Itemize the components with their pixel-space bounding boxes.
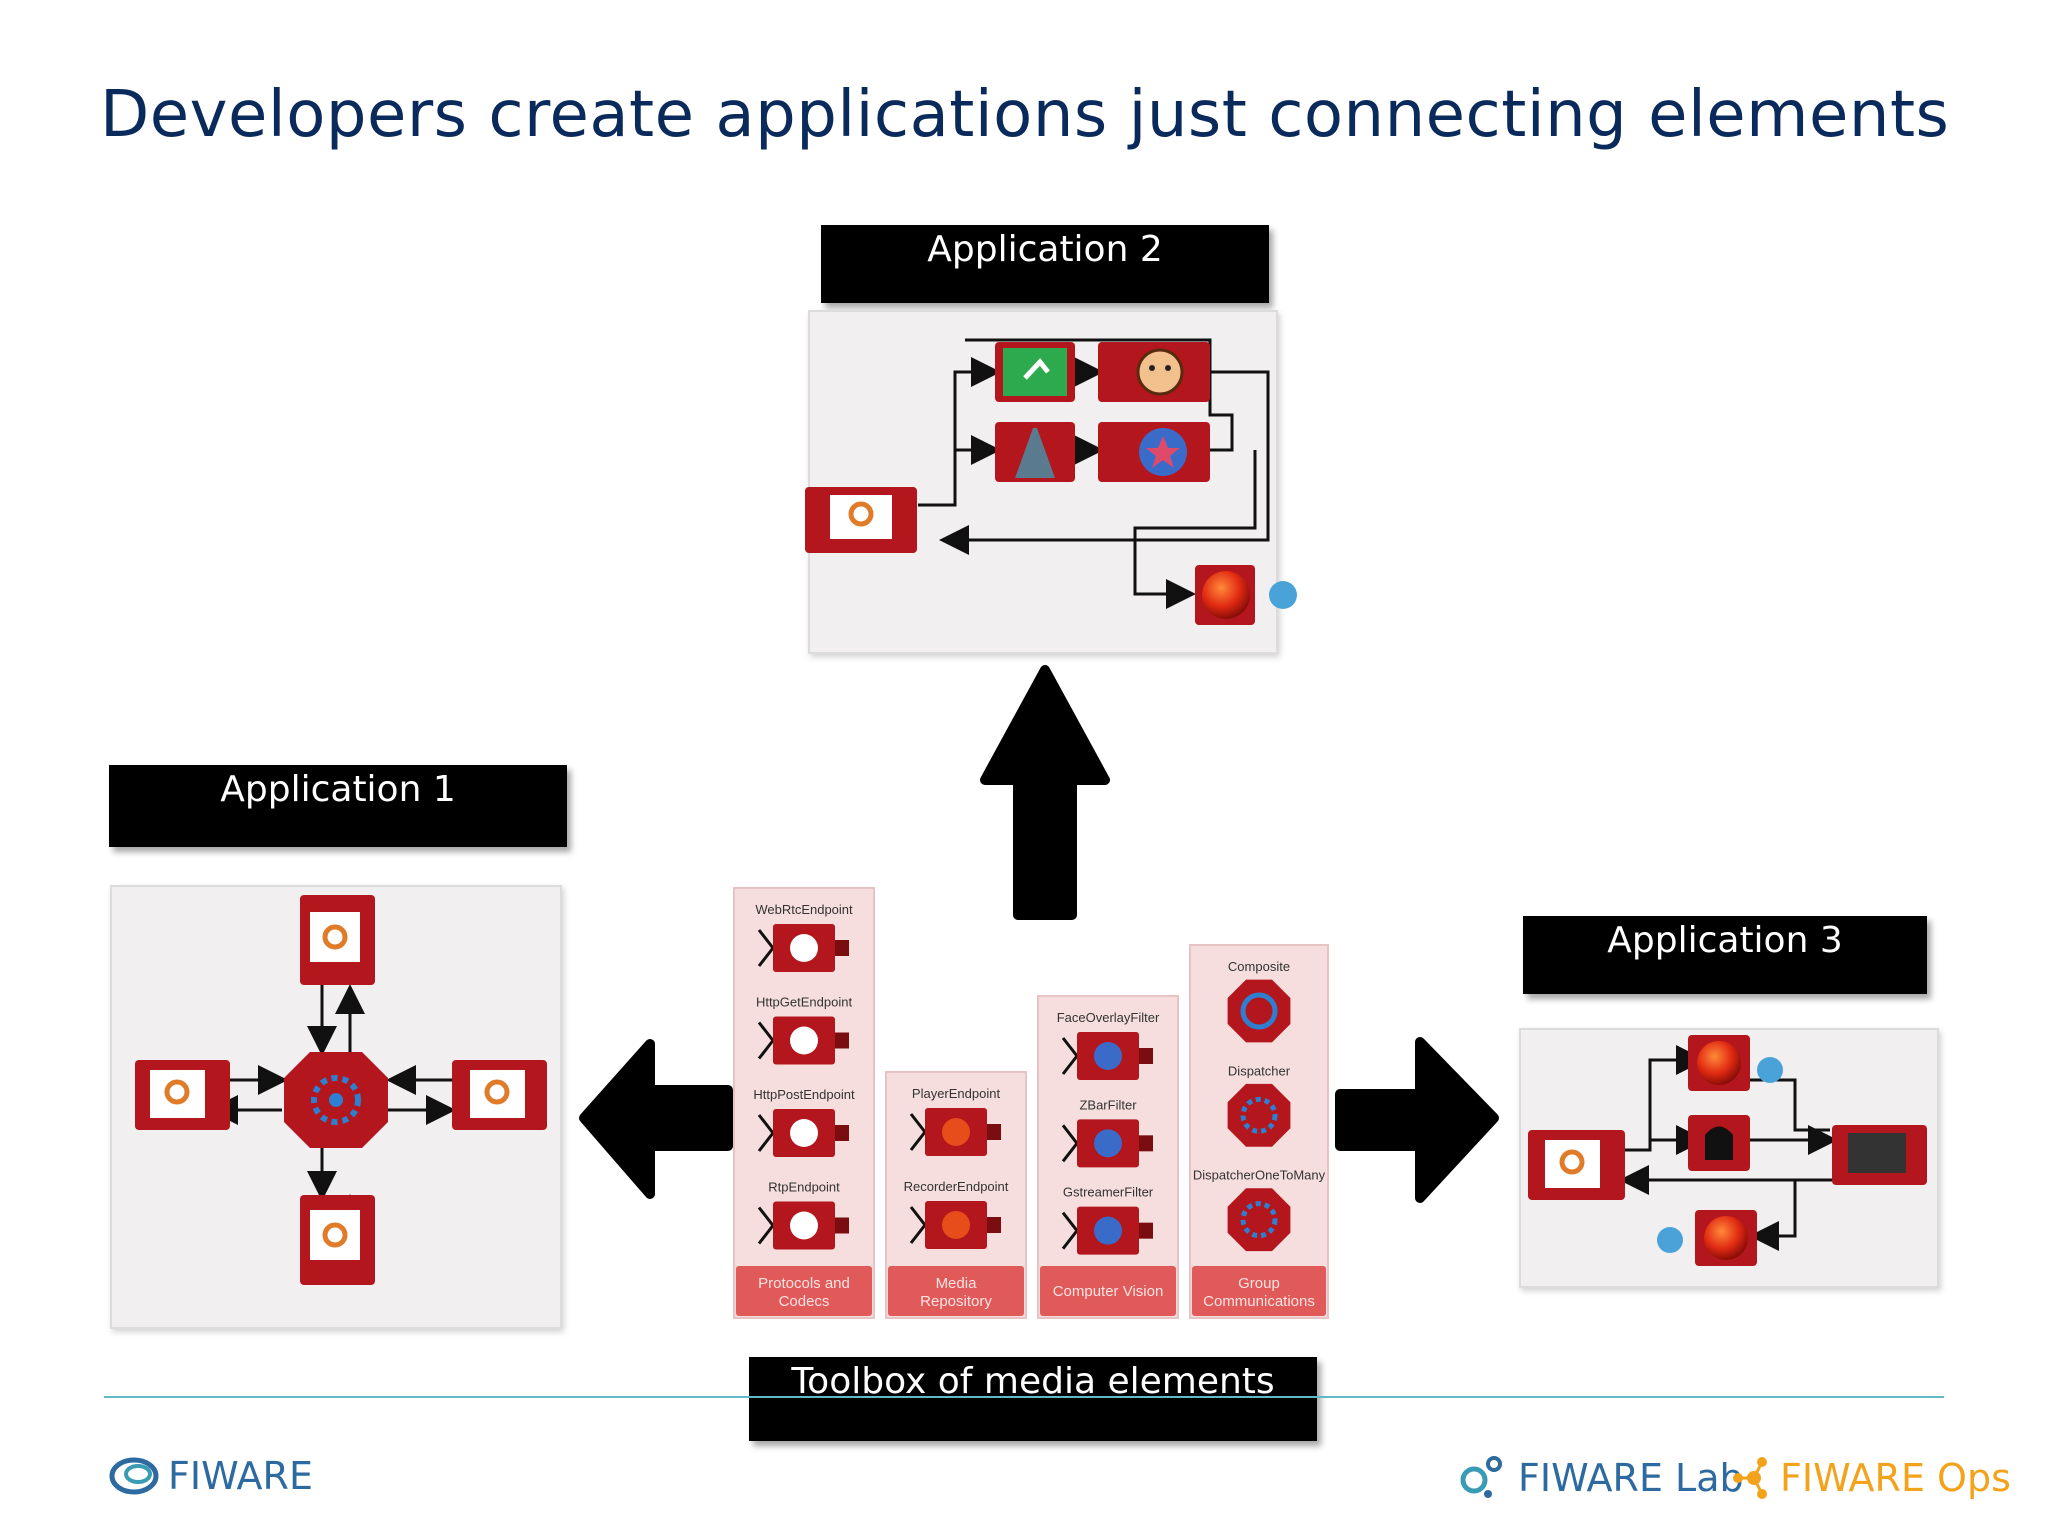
- dispatcher-hub-icon: [284, 1052, 388, 1148]
- fiware-lab-icon: [1460, 1456, 1502, 1498]
- toolbox-element-label: DispatcherOneToMany: [1193, 1168, 1326, 1183]
- toolbox-element-glyph: [1240, 1096, 1278, 1134]
- toolbox-element-port: [987, 1124, 1001, 1140]
- toolbox-element-label: RtpEndpoint: [768, 1180, 840, 1195]
- app3-label-text: Application 3: [1607, 920, 1843, 961]
- fiware-lab-logo: FIWARE Lab: [1458, 1454, 1744, 1502]
- fiware-lab-logo-text: FIWARE Lab: [1518, 1456, 1744, 1500]
- app3-webrtc-icon: [1528, 1130, 1625, 1200]
- app1-webrtc-bottom-icon: [300, 1195, 375, 1285]
- toolbox-element-glyph: [790, 1119, 818, 1147]
- rtp-filter-icon: [995, 342, 1075, 402]
- toolbox-element-port: [1139, 1048, 1153, 1064]
- toolbox-element-label: Composite: [1228, 959, 1290, 974]
- app2-label-text: Application 2: [927, 229, 1163, 270]
- star-filter-icon: [1098, 422, 1210, 482]
- toolbox-element-port: [1139, 1222, 1153, 1239]
- app1-webrtc-top-icon: [300, 895, 375, 985]
- toolbox-category-bg: [1040, 1266, 1176, 1316]
- toolbox-column: Computer Vision FaceOverlayFilterZBarFilt…: [1037, 995, 1179, 1319]
- app3-recorder-top-icon: [1688, 1035, 1783, 1091]
- app3-composite-icon: [1832, 1125, 1927, 1185]
- toolbox-element-label: HttpGetEndpoint: [756, 995, 853, 1010]
- toolbox-element-port: [835, 1125, 849, 1141]
- toolbox-element-glyph: [1094, 1216, 1122, 1245]
- toolbox-category-label: Codecs: [779, 1293, 830, 1310]
- fiware-logo-text: FIWARE: [168, 1454, 313, 1498]
- toolbox-element-glyph: [1240, 1201, 1278, 1239]
- toolbox-element-label: WebRtcEndpoint: [755, 902, 853, 917]
- app1-label: Application 1: [109, 765, 567, 847]
- toolbox-element-glyph: [1094, 1129, 1122, 1158]
- fiware-swirl-icon: [109, 1457, 159, 1495]
- arrow-up-icon: [980, 665, 1110, 920]
- toolbox-category-label: Group: [1238, 1275, 1280, 1292]
- toolbox-element-port: [987, 1217, 1001, 1233]
- toolbox-element-port: [835, 1032, 849, 1049]
- slide-title: Developers create applications just conn…: [100, 78, 1950, 152]
- toolbox-element-port: [835, 1217, 849, 1234]
- app3-filter-icon: [1688, 1115, 1750, 1171]
- fiware-logo: FIWARE: [108, 1454, 313, 1498]
- app3-recorder-bottom-icon: [1657, 1210, 1757, 1266]
- toolbox-category-label: Protocols and: [758, 1275, 850, 1292]
- app1-webrtc-right-icon: [452, 1060, 547, 1130]
- toolbox-element-label: ZBarFilter: [1079, 1097, 1137, 1112]
- app3-connections: [1619, 1045, 1838, 1251]
- toolbox-element-label: RecorderEndpoint: [904, 1179, 1009, 1194]
- toolbox-element-glyph: [790, 934, 818, 962]
- toolbox-element-label: PlayerEndpoint: [912, 1086, 1001, 1101]
- toolbox-label: Toolbox of media elements: [749, 1357, 1317, 1441]
- face-overlay-icon: [1098, 342, 1210, 402]
- fiware-ops-logo: FIWARE Ops: [1728, 1454, 2011, 1502]
- toolbox-element-glyph: [790, 1211, 818, 1240]
- toolbox-element-icon: [1227, 979, 1291, 1043]
- webrtc-endpoint-icon: [805, 487, 917, 553]
- toolbox-element-icon: [1227, 1083, 1291, 1147]
- toolbox-category-bg: [888, 1266, 1024, 1316]
- app1-label-text: Application 1: [220, 769, 456, 810]
- app2-connections: [918, 338, 1270, 609]
- toolbox-element-port: [835, 940, 849, 956]
- toolbox-element-label: FaceOverlayFilter: [1057, 1010, 1160, 1025]
- fiware-ops-icon: [1733, 1457, 1767, 1499]
- toolbox-category-label: Repository: [920, 1293, 992, 1310]
- recorder-endpoint-icon: [1195, 565, 1297, 625]
- fiware-ops-logo-text: FIWARE Ops: [1780, 1456, 2011, 1500]
- app2-label: Application 2: [821, 225, 1269, 303]
- toolbox-category-label: Computer Vision: [1053, 1283, 1164, 1300]
- toolbox-element-port: [1139, 1135, 1153, 1152]
- toolbox-category-label: Media: [936, 1275, 978, 1292]
- toolbox-label-text: Toolbox of media elements: [791, 1361, 1275, 1402]
- footer-divider: [104, 1396, 1944, 1398]
- toolbox-category-bg: [736, 1266, 872, 1316]
- arrow-right-icon: [1335, 1037, 1499, 1203]
- toolbox-element-glyph: [790, 1026, 818, 1055]
- toolbox-element-glyph: [942, 1118, 970, 1146]
- toolbox-element-label: Dispatcher: [1228, 1063, 1291, 1078]
- toolbox-element-glyph: [1094, 1042, 1122, 1070]
- app1-webrtc-left-icon: [135, 1060, 230, 1130]
- toolbox-element-icon: [1227, 1188, 1291, 1252]
- toolbox-element-label: GstreamerFilter: [1063, 1185, 1154, 1200]
- toolbox-element-glyph: [1240, 992, 1278, 1030]
- toolbox-element-label: HttpPostEndpoint: [753, 1087, 855, 1102]
- toolbox-element-glyph: [942, 1211, 970, 1239]
- toolbox-category-bg: [1192, 1266, 1326, 1316]
- arrow-left-icon: [579, 1039, 733, 1199]
- road-filter-icon: [995, 422, 1075, 482]
- app3-label: Application 3: [1523, 916, 1927, 994]
- toolbox-category-label: Communications: [1203, 1293, 1315, 1310]
